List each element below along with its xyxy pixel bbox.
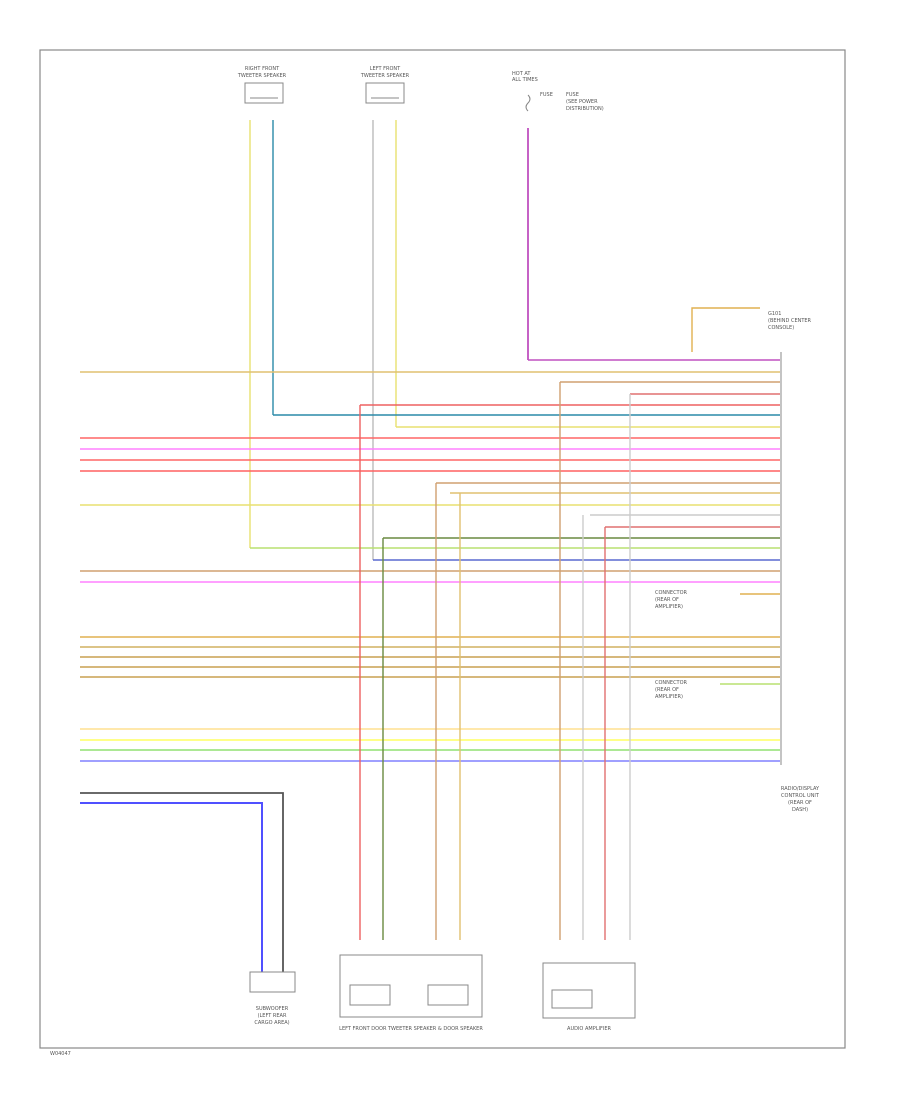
- ground-g101: G101 (BEHIND CENTER CONSOLE): [691, 307, 812, 352]
- subwoofer-label-1: SUBWOOFER: [256, 1006, 289, 1012]
- ground-label-3: CONSOLE): [768, 325, 794, 331]
- diagram-border: [39, 49, 846, 1049]
- audio-amplifier-label: AUDIO AMPLIFIER: [567, 1026, 611, 1032]
- right-front-tweeter: RIGHT FRONT TWEETER SPEAKER: [237, 66, 287, 104]
- ground-label-2: (BEHIND CENTER: [768, 318, 812, 324]
- subwoofer: SUBWOOFER (LEFT REAR CARGO AREA): [249, 971, 296, 1026]
- connector-u-label-3: AMPLIFIER): [655, 694, 683, 700]
- connector-u-label-1: CONNECTOR: [655, 680, 688, 686]
- left-tweeter-label-2: TWEETER SPEAKER: [360, 73, 410, 79]
- right-tweeter-label-2: TWEETER SPEAKER: [237, 73, 287, 79]
- fuse-label-3: FUSE: [540, 92, 553, 98]
- connector-t-label-2: (REAR OF: [655, 597, 679, 603]
- radio-unit-label-4: DASH): [792, 807, 808, 813]
- fuse-detail-2: (SEE POWER: [566, 99, 598, 105]
- connector-labels: CONNECTOR (REAR OF AMPLIFIER) CONNECTOR …: [655, 590, 820, 813]
- radio-unit-label-3: (REAR OF: [788, 800, 812, 806]
- connector-u-label-2: (REAR OF: [655, 687, 679, 693]
- subwoofer-label-3: CARGO AREA): [254, 1020, 289, 1026]
- left-tweeter-label-1: LEFT FRONT: [370, 66, 401, 72]
- subwoofer-label-2: (LEFT REAR: [258, 1013, 287, 1019]
- radio-unit-label-2: CONTROL UNIT: [781, 793, 820, 799]
- fuse-block: HOT AT ALL TIMES FUSE FUSE (SEE POWER DI…: [512, 71, 604, 112]
- fuse-detail-1: FUSE: [566, 92, 579, 98]
- left-front-door-speaker: LEFT FRONT DOOR TWEETER SPEAKER & DOOR S…: [339, 954, 483, 1032]
- connector-t-label-1: CONNECTOR: [655, 590, 688, 596]
- audio-amplifier: AUDIO AMPLIFIER: [542, 962, 636, 1032]
- connector-t-label-3: AMPLIFIER): [655, 604, 683, 610]
- ground-label-1: G101: [768, 311, 781, 317]
- left-front-tweeter: LEFT FRONT TWEETER SPEAKER: [360, 66, 410, 104]
- radio-unit-label-1: RADIO/DISPLAY: [781, 786, 820, 792]
- footer-code: W04047: [50, 1051, 71, 1057]
- fuse-detail-3: DISTRIBUTION): [566, 106, 604, 112]
- right-tweeter-label-1: RIGHT FRONT: [245, 66, 280, 72]
- fuse-label-2: ALL TIMES: [512, 77, 538, 83]
- left-front-door-speaker-label: LEFT FRONT DOOR TWEETER SPEAKER & DOOR S…: [339, 1026, 483, 1032]
- fuse-label-1: HOT AT: [512, 71, 531, 77]
